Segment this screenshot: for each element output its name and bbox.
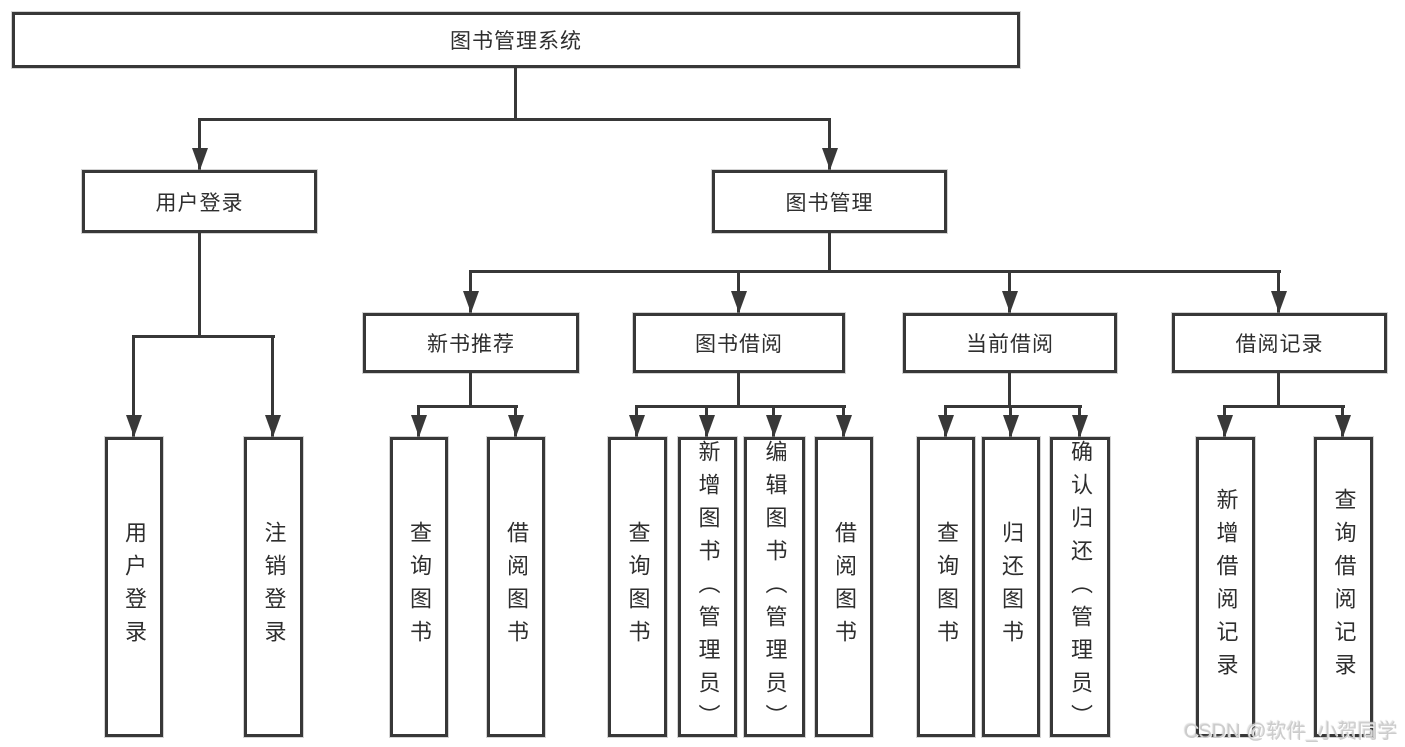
connector-current-borrow-stem: [1008, 373, 1011, 408]
node-borrow-records: 借阅记录: [1172, 313, 1387, 373]
leaf-borrow-books: 借阅图书: [815, 437, 873, 737]
connector-new-book-recommend-rail: [417, 405, 518, 408]
connector-user-login-rail: [132, 335, 275, 338]
arrow-to-query-books-borrow: [629, 415, 645, 437]
arrow-to-leaf-user-login: [126, 415, 142, 437]
connector-to-leaf-user-login: [132, 335, 135, 437]
connector-current-borrow-rail: [944, 405, 1082, 408]
node-user-login: 用户登录: [82, 170, 317, 233]
connector-book-borrow-rail: [635, 405, 846, 408]
connector-book-borrow-stem: [737, 373, 740, 408]
connector-to-leaf-logout: [271, 335, 274, 437]
connector-to-book-management: [828, 118, 831, 170]
arrow-to-borrow-books: [836, 415, 852, 437]
leaf-query-books-borrow: 查询图书: [608, 437, 667, 737]
arrow-to-borrow-records: [1271, 291, 1287, 313]
node-root: 图书管理系统: [12, 12, 1020, 68]
leaf-borrow-books-recommend: 借阅图书: [487, 437, 545, 737]
arrow-to-book-borrow: [731, 291, 747, 313]
connector-user-login-stem: [198, 233, 201, 338]
arrow-to-current-borrow: [1002, 291, 1018, 313]
arrow-to-borrow-books-recommend: [508, 415, 524, 437]
leaf-return-books: 归还图书: [982, 437, 1040, 737]
leaf-user-login: 用户登录: [105, 437, 163, 737]
arrow-to-book-management: [822, 148, 838, 170]
connector-book-management-stem: [828, 233, 831, 273]
leaf-add-books-admin: 新增图书（管理员）: [678, 437, 737, 737]
connector-root-stem: [514, 67, 517, 120]
leaf-confirm-return-admin: 确认归还（管理员）: [1050, 437, 1110, 737]
node-new-book-recommend: 新书推荐: [363, 313, 579, 373]
connector-level1-rail: [198, 118, 831, 121]
leaf-edit-books-admin: 编辑图书（管理员）: [744, 437, 805, 737]
node-current-borrow: 当前借阅: [903, 313, 1117, 373]
leaf-logout: 注销登录: [244, 437, 303, 737]
connector-borrow-records-rail: [1223, 405, 1345, 408]
node-book-borrow: 图书借阅: [633, 313, 845, 373]
leaf-query-borrow-record: 查询借阅记录: [1314, 437, 1373, 737]
arrow-to-edit-books-admin: [766, 415, 782, 437]
arrow-to-user-login: [192, 148, 208, 170]
arrow-to-query-books-recommend: [411, 415, 427, 437]
arrow-to-new-book-recommend: [463, 291, 479, 313]
leaf-add-borrow-record: 新增借阅记录: [1196, 437, 1255, 737]
arrow-to-confirm-return-admin: [1072, 415, 1088, 437]
node-book-management: 图书管理: [712, 170, 947, 233]
connector-to-user-login: [198, 118, 201, 170]
csdn-watermark: CSDN @软件_小贺同学: [1184, 721, 1398, 743]
leaf-query-books-current: 查询图书: [917, 437, 975, 737]
arrow-to-leaf-logout: [265, 415, 281, 437]
connector-new-book-recommend-stem: [469, 373, 472, 408]
arrow-to-query-books-current: [938, 415, 954, 437]
leaf-query-books-recommend: 查询图书: [390, 437, 448, 737]
arrow-to-add-borrow-record: [1217, 415, 1233, 437]
connector-borrow-records-stem: [1277, 373, 1280, 408]
connector-level3-rail: [469, 270, 1281, 273]
arrow-to-query-borrow-record: [1335, 415, 1351, 437]
arrow-to-add-books-admin: [699, 415, 715, 437]
arrow-to-return-books: [1003, 415, 1019, 437]
